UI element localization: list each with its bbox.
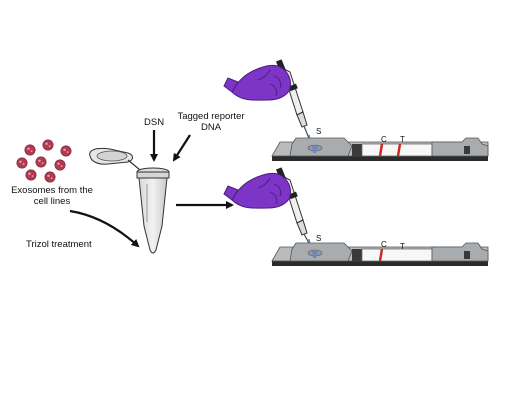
microcentrifuge-tube [89,147,170,254]
reporter-dna-label-line1: Tagged reporter [177,111,245,122]
strip1-sample-label: S [316,127,322,136]
strip1-control-label: C [381,135,387,144]
exosome-label: Exosomes from the cell lines [10,185,94,207]
trizol-label: Trizol treatment [26,239,92,250]
reporter-dna-label: Tagged reporter DNA [168,111,254,133]
pipette-2 [223,167,311,246]
exosome-particle [25,169,37,181]
strip2-control-line [378,248,384,262]
strip2-control-label: C [381,240,387,249]
strip2-test-label: T [400,242,405,251]
dsn-label: DSN [144,117,165,128]
lateral-flow-strip-2 [271,242,489,266]
exosome-particle [44,171,56,183]
exosome-label-line1: Exosomes from the [11,185,93,196]
strip1-test-line [396,143,402,157]
exosome-label-line2: cell lines [33,196,71,207]
gloved-hand-1 [223,64,291,101]
exosome-particle [60,145,72,157]
strip1-test-label: T [400,135,405,144]
exosome-particle [42,139,54,151]
exosome-particle [24,144,36,156]
reporter-dna-label-line2: DNA [200,122,222,133]
lateral-flow-strip-1 [271,137,489,161]
exosome-cluster [16,139,72,183]
exosome-to-tube-arrow [69,209,140,248]
exosome-particle [16,157,28,169]
exosome-particle [54,159,66,171]
strip2-sample-label: S [316,234,322,243]
pipette-1 [223,59,311,142]
exosome-particle [35,156,47,168]
gloved-hand-2 [223,172,291,209]
strip1-control-line [378,143,384,157]
reporter-dna-arrow [172,134,191,162]
